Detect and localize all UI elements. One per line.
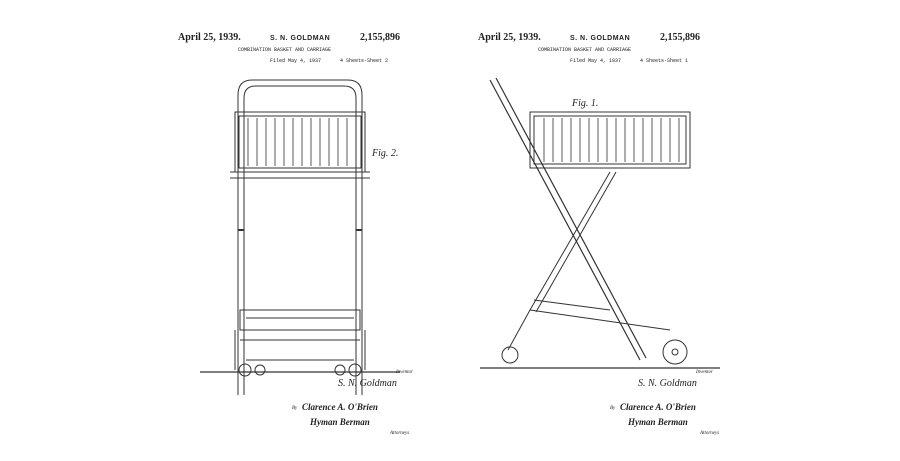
sheet-label: 4 Sheets-Sheet 1 bbox=[640, 58, 689, 64]
figure-label: Fig. 2. bbox=[372, 148, 399, 159]
patent-number: 2,155,896 bbox=[660, 32, 700, 43]
patent-date: April 25, 1939. bbox=[178, 32, 241, 43]
filed-date: Filed May 4, 1937 bbox=[570, 58, 622, 64]
patent-title: COMBINATION BASKET AND CARRIAGE bbox=[538, 47, 632, 53]
by-label: By bbox=[292, 406, 298, 411]
side-view-drawing bbox=[480, 77, 720, 369]
inventor-name: S. N. GOLDMAN bbox=[570, 35, 631, 42]
attorneys-label: Attorneys bbox=[700, 431, 720, 436]
attorney-signature-1: Clarence A. O'Brien bbox=[302, 402, 378, 412]
front-view-drawing bbox=[200, 79, 400, 395]
patent-sheet-1: April 25, 1939. S. N. GOLDMAN 2,155,896 … bbox=[460, 0, 760, 461]
inventor-label: Inventor bbox=[696, 370, 713, 375]
attorney-signature-1: Clarence A. O'Brien bbox=[620, 402, 696, 412]
inventor-signature: S. N. Goldman bbox=[638, 378, 697, 389]
patent-sheet-2: April 25, 1939. S. N. GOLDMAN 2,155,896 … bbox=[160, 0, 460, 461]
inventor-signature: S. N. Goldman bbox=[338, 378, 397, 389]
inventor-label: Inventor bbox=[396, 370, 413, 375]
figure-label: Fig. 1. bbox=[572, 98, 599, 109]
patent-number: 2,155,896 bbox=[360, 32, 400, 43]
inventor-name: S. N. GOLDMAN bbox=[270, 35, 331, 42]
by-label: By bbox=[610, 406, 616, 411]
filed-date: Filed May 4, 1937 bbox=[270, 58, 322, 64]
patent-date: April 25, 1939. bbox=[478, 32, 541, 43]
attorney-signature-2: Hyman Berman bbox=[310, 417, 370, 427]
patent-title: COMBINATION BASKET AND CARRIAGE bbox=[238, 47, 332, 53]
sheet-label: 4 Sheets-Sheet 2 bbox=[340, 58, 389, 64]
attorneys-label: Attorneys bbox=[390, 431, 410, 436]
attorney-signature-2: Hyman Berman bbox=[628, 417, 688, 427]
